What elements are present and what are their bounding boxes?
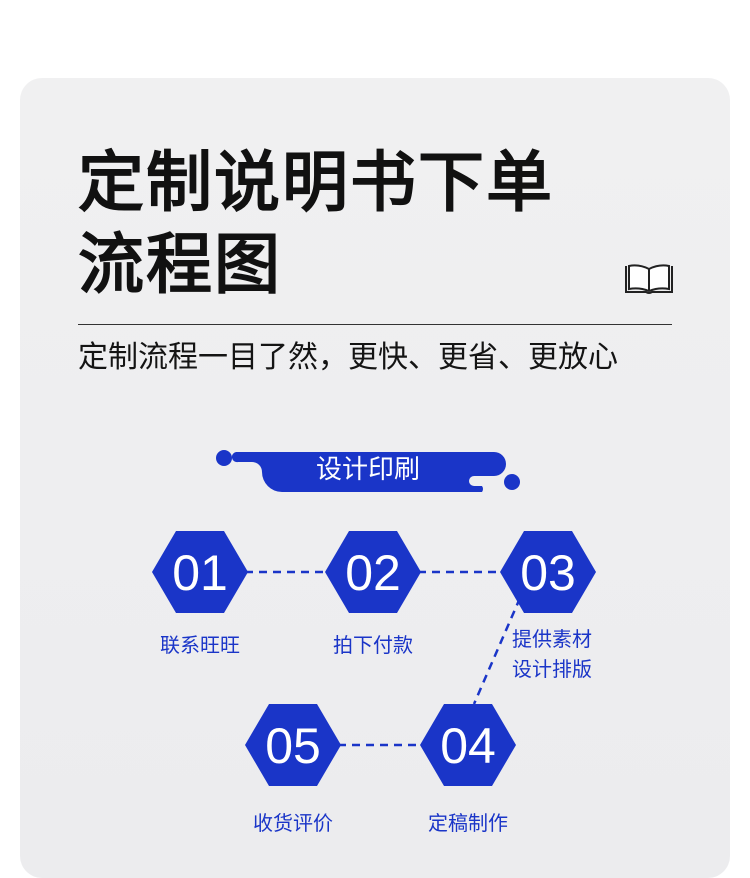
step-02-number: 02 <box>345 545 401 601</box>
page-subtitle: 定制流程一目了然，更快、更省、更放心 <box>78 340 618 375</box>
step-04-hexagon: 04 <box>420 704 516 786</box>
step-01-number: 01 <box>172 545 228 601</box>
step-01-label: 联系旺旺 <box>160 633 240 657</box>
step-04-label: 定稿制作 <box>428 811 508 835</box>
page-title-line-2: 流程图 <box>78 226 282 303</box>
step-01-hexagon: 01 <box>152 531 248 613</box>
connector-03-04 <box>472 597 522 705</box>
step-05-hexagon: 05 <box>245 704 341 786</box>
step-02-label: 拍下付款 <box>333 633 413 657</box>
step-05-number: 05 <box>265 718 321 774</box>
step-03-label-line-1: 提供素材 <box>512 627 592 651</box>
step-03-number: 03 <box>520 545 576 601</box>
step-03-label-line-2: 设计排版 <box>512 657 592 681</box>
page-title-line-1: 定制说明书下单 <box>78 144 554 221</box>
process-flow: 01 02 03 04 05 <box>152 531 596 786</box>
title-divider <box>78 324 672 325</box>
step-03-hexagon: 03 <box>500 531 596 613</box>
section-banner-label: 设计印刷 <box>315 455 420 485</box>
open-book-icon <box>625 264 673 294</box>
section-banner <box>216 450 520 492</box>
step-04-number: 04 <box>440 718 496 774</box>
step-05-label: 收货评价 <box>253 811 333 835</box>
step-02-hexagon: 02 <box>325 531 421 613</box>
